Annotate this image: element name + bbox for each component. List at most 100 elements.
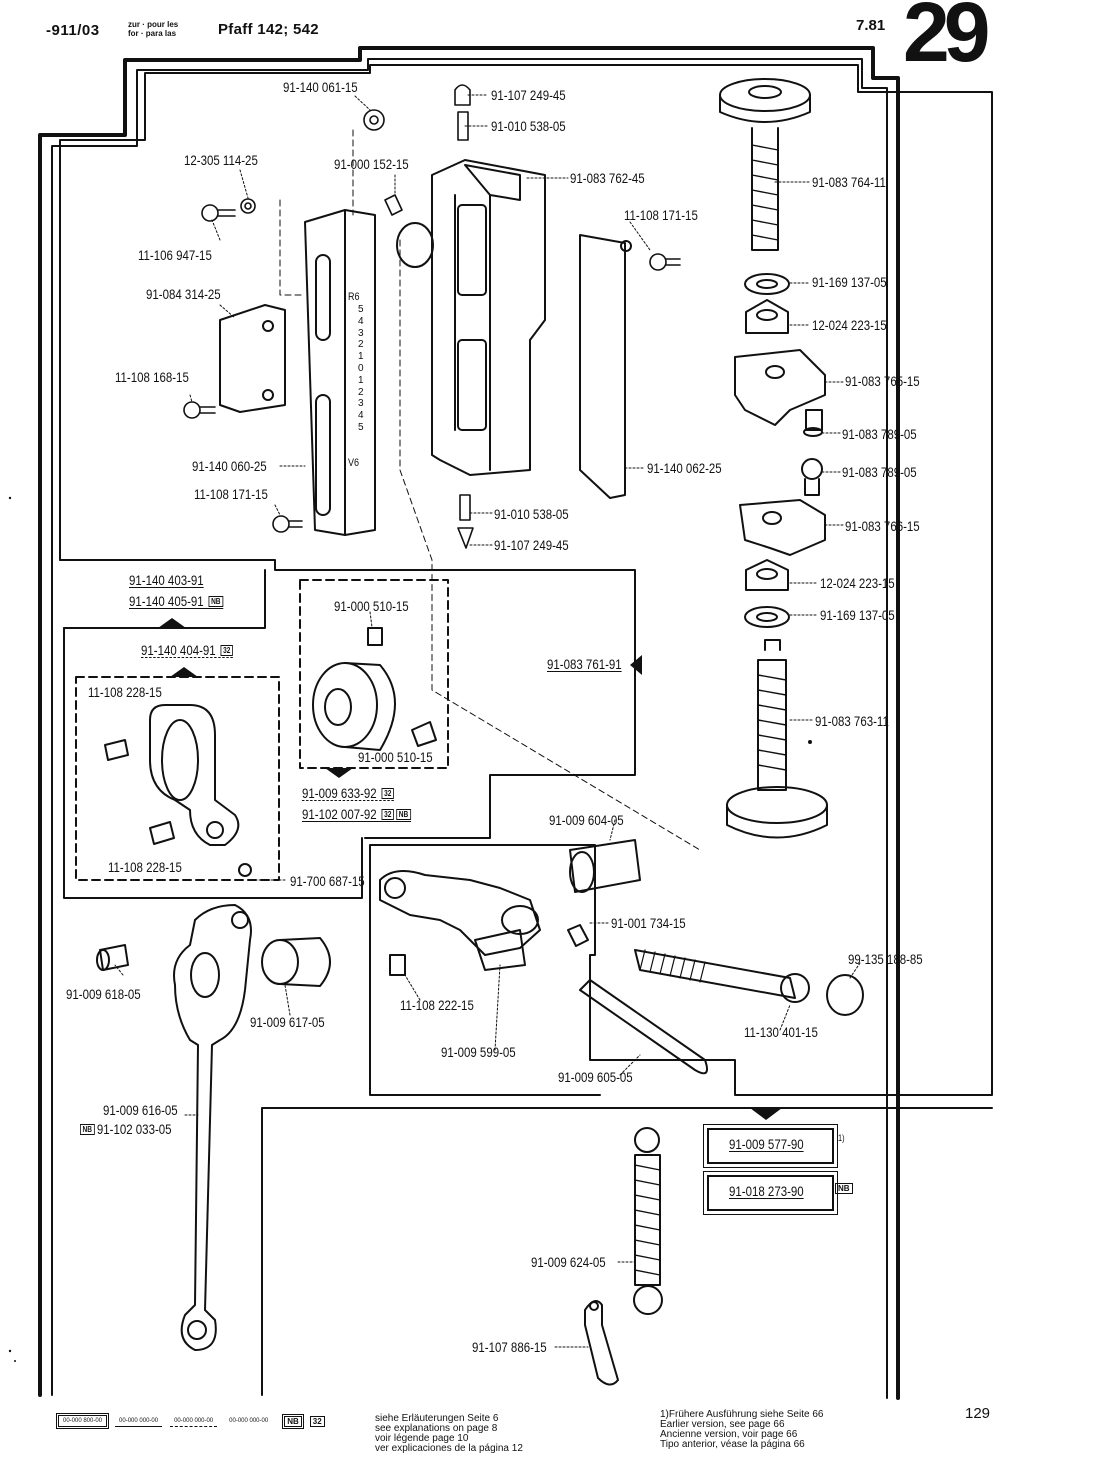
part-label: 91-000 510-15 <box>358 749 433 765</box>
part-label: 91-009 616-05 <box>103 1102 178 1118</box>
nb-badge: NB <box>396 809 411 820</box>
part-label: 12-024 223-15 <box>820 575 895 591</box>
legend-plain: 00-000 000-00 <box>229 1418 269 1424</box>
part-label: 91-001 734-15 <box>611 915 686 931</box>
part-label: 91-010 538-05 <box>491 118 566 134</box>
footer-legend-boxes: 00-000 800-00 00-000 000-00 00-000 000-0… <box>55 1413 325 1429</box>
part-label: 99-135 188-85 <box>848 951 923 967</box>
legend-es: ver explicaciones de la página 12 <box>375 1443 523 1454</box>
part-label: 91-009 605-05 <box>558 1069 633 1085</box>
nb-badge: NB <box>80 1124 95 1135</box>
n32-badge: 32 <box>381 809 394 820</box>
part-label: 91-140 062-25 <box>647 460 722 476</box>
part-label: 12-305 114-25 <box>184 152 258 168</box>
caption-line-2: for · para las <box>128 29 177 38</box>
part-label: 91-009 599-05 <box>441 1044 516 1060</box>
n32-badge: 32 <box>309 1415 325 1427</box>
legend-fr: voir légende page 10 <box>375 1433 469 1444</box>
legend-underline: 00-000 000-00 <box>115 1416 163 1427</box>
scale-mark: 4 <box>358 410 364 422</box>
part-label: 91-009 617-05 <box>250 1014 325 1030</box>
part-label: 91-140 060-25 <box>192 458 267 474</box>
scale-mark: 1 <box>358 374 364 386</box>
scale-mark: 1 <box>358 351 364 363</box>
n32-badge: 32 <box>220 645 233 656</box>
nb-badge: NB <box>208 596 224 607</box>
ink-specks <box>8 496 812 1362</box>
part-label: 11-108 228-15 <box>88 684 162 700</box>
scale-mark: 2 <box>358 339 364 351</box>
part-label: 91-083 789-05 <box>842 426 917 442</box>
catalog-code: -911/03 <box>46 22 100 39</box>
scale-mark: 3 <box>358 398 364 410</box>
part-label: 91-169 137-05 <box>812 274 887 290</box>
group-markers <box>158 618 782 1120</box>
part-label: 91-009 624-05 <box>531 1254 606 1270</box>
part-label: 11-106 947-15 <box>138 247 212 263</box>
part-label: 11-108 171-15 <box>624 207 698 223</box>
part-label: 11-130 401-15 <box>744 1024 818 1040</box>
part-number: 91-102 033-05 <box>96 1121 172 1137</box>
scale-mark: 5 <box>358 421 364 433</box>
sub-group-frames <box>75 579 449 881</box>
part-label: 91-083 765-15 <box>845 373 920 389</box>
outer-frame <box>38 46 900 1400</box>
scale-r: R6 <box>348 291 360 303</box>
part-label: 91-010 538-05 <box>494 506 569 522</box>
model-title: Pfaff 142; 542 <box>218 21 319 38</box>
group-number: 91-140 405-91 <box>129 593 204 609</box>
part-label: 91-107 249-45 <box>491 87 566 103</box>
legend-en: see explanations on page 8 <box>375 1423 498 1434</box>
edition-date: 7.81 <box>856 17 886 34</box>
part-label: 91-107 249-45 <box>494 537 569 553</box>
group-label: 91-140 403-91 <box>129 572 204 588</box>
nb-badge: NB <box>835 1183 853 1194</box>
legend-de: siehe Erläuterungen Seite 6 <box>375 1413 499 1424</box>
group-label: 91-083 761-91 <box>547 656 622 672</box>
group-label-nb: 91-140 405-91 NB <box>129 593 224 609</box>
part-label: 91-140 061-15 <box>283 79 358 95</box>
leader-lines <box>114 94 861 1348</box>
section-number: 29 <box>903 0 990 79</box>
earlier-fr: Ancienne version, voir page 66 <box>660 1429 798 1440</box>
assembly-box-1: 91-009 577-90 <box>703 1124 838 1168</box>
part-label: 11-108 222-15 <box>400 997 474 1013</box>
group-frame <box>59 64 993 1396</box>
scale-marks: 5 4 3 2 1 0 1 2 3 4 5 <box>358 304 370 434</box>
legend-dashed: 00-000 000-00 <box>170 1416 218 1427</box>
part-label: 91-000 510-15 <box>334 598 409 614</box>
scale-mark: 5 <box>358 304 364 315</box>
assembly-number: 91-018 273-90 <box>729 1183 804 1199</box>
scale-mark: 2 <box>358 386 364 398</box>
earlier-en: Earlier version, see page 66 <box>660 1419 785 1430</box>
part-label: 91-000 152-15 <box>334 156 409 172</box>
part-label: 91-083 766-15 <box>845 518 920 534</box>
guide-lines <box>279 129 701 851</box>
for-models-caption: zur · pour les for · para las <box>128 20 178 38</box>
part-label: 91-009 604-05 <box>549 812 624 828</box>
part-label: 91-700 687-15 <box>290 873 365 889</box>
nb-marker: NB <box>835 1180 853 1198</box>
assembly-number: 91-009 577-90 <box>729 1136 804 1152</box>
parts <box>96 78 864 1386</box>
scale-v: V6 <box>348 457 360 469</box>
part-label: 91-083 764-11 <box>812 174 886 190</box>
n32-badge: 32 <box>381 788 394 799</box>
part-label: 91-107 886-15 <box>472 1339 547 1355</box>
part-label: 91-084 314-25 <box>146 286 221 302</box>
group-number: 91-140 404-91 <box>141 642 216 658</box>
page-number: 129 <box>965 1405 991 1422</box>
scale-mark: 0 <box>358 362 364 374</box>
part-label: 91-083 762-45 <box>570 170 645 186</box>
group-number: 91-102 007-92 <box>302 806 377 822</box>
legend-box: 00-000 800-00 <box>55 1413 110 1429</box>
part-label: 91-083 763-11 <box>815 713 889 729</box>
part-label: 11-108 168-15 <box>115 369 189 385</box>
group-number: 91-009 633-92 <box>302 785 377 801</box>
caption-line-1: zur · pour les <box>128 20 179 29</box>
earlier-version-text: 1)Frühere Ausführung siehe Seite 66 Earl… <box>660 1410 823 1450</box>
earlier-es: Tipo anterior, véase la página 66 <box>660 1439 805 1450</box>
